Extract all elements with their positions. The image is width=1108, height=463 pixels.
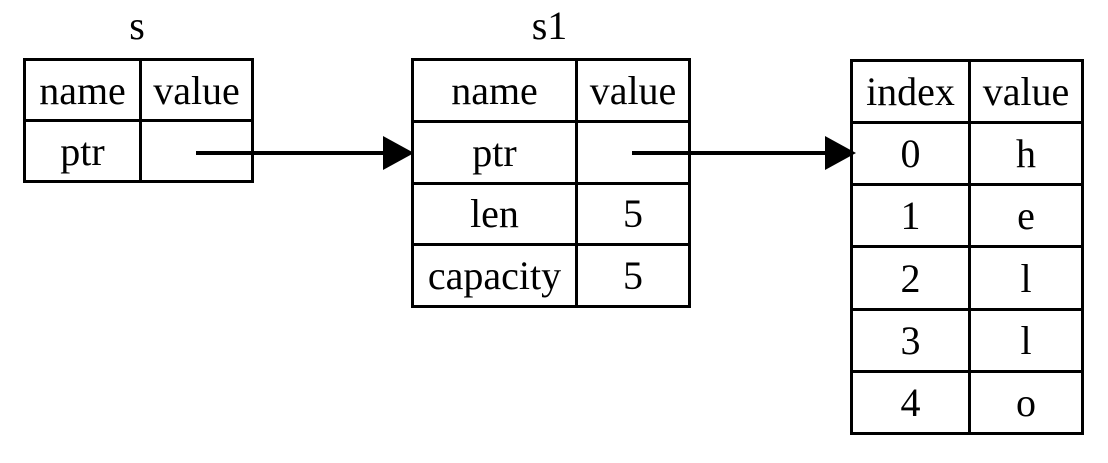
table-s1-len-name-cell: len xyxy=(411,181,578,247)
table-heap: index value 0 h 1 e 2 l 3 l 4 o xyxy=(850,58,1084,436)
table-row: 2 l xyxy=(850,245,1084,311)
table-heap-header-value: value xyxy=(968,58,1084,125)
table-s1: name value ptr len 5 capacity 5 xyxy=(411,58,691,308)
table-row: 1 e xyxy=(850,183,1084,249)
heap-index-3-cell: 3 xyxy=(850,307,971,373)
heap-index-2-cell: 2 xyxy=(850,245,971,311)
table-s1-header-row: name value xyxy=(411,58,691,123)
heap-value-4-cell: o xyxy=(968,369,1084,436)
table-s-ptr-name-cell: ptr xyxy=(23,119,142,183)
table-s-header-row: name value xyxy=(23,58,254,122)
heap-index-0-cell: 0 xyxy=(850,121,971,187)
table-row: capacity 5 xyxy=(411,243,691,308)
table-row: 0 h xyxy=(850,121,1084,187)
table-s1-ptr-name-cell: ptr xyxy=(411,119,578,185)
table-s1-title: s1 xyxy=(531,3,568,48)
heap-value-3-cell: l xyxy=(968,307,1084,373)
heap-index-1-cell: 1 xyxy=(850,183,971,249)
heap-value-2-cell: l xyxy=(968,245,1084,311)
table-row: 4 o xyxy=(850,369,1084,436)
heap-value-0-cell: h xyxy=(968,121,1084,187)
heap-value-1-cell: e xyxy=(968,183,1084,249)
table-s-ptr-value-cell xyxy=(139,119,254,183)
heap-index-4-cell: 4 xyxy=(850,369,971,436)
table-s-header-name: name xyxy=(23,58,142,122)
table-s1-header-value: value xyxy=(575,58,691,123)
table-s1-ptr-value-cell xyxy=(575,119,691,185)
table-s1-header-name: name xyxy=(411,58,578,123)
table-s-title: s xyxy=(129,3,145,48)
table-heap-header-index: index xyxy=(850,58,971,125)
table-row: ptr xyxy=(411,119,691,185)
table-row: ptr xyxy=(23,119,254,183)
table-row: len 5 xyxy=(411,181,691,247)
table-heap-header-row: index value xyxy=(850,58,1084,125)
table-s-header-value: value xyxy=(139,58,254,122)
table-s: name value ptr xyxy=(23,58,254,183)
table-row: 3 l xyxy=(850,307,1084,373)
table-s1-len-value-cell: 5 xyxy=(575,181,691,247)
table-s1-capacity-value-cell: 5 xyxy=(575,243,691,308)
table-s1-capacity-name-cell: capacity xyxy=(411,243,578,308)
